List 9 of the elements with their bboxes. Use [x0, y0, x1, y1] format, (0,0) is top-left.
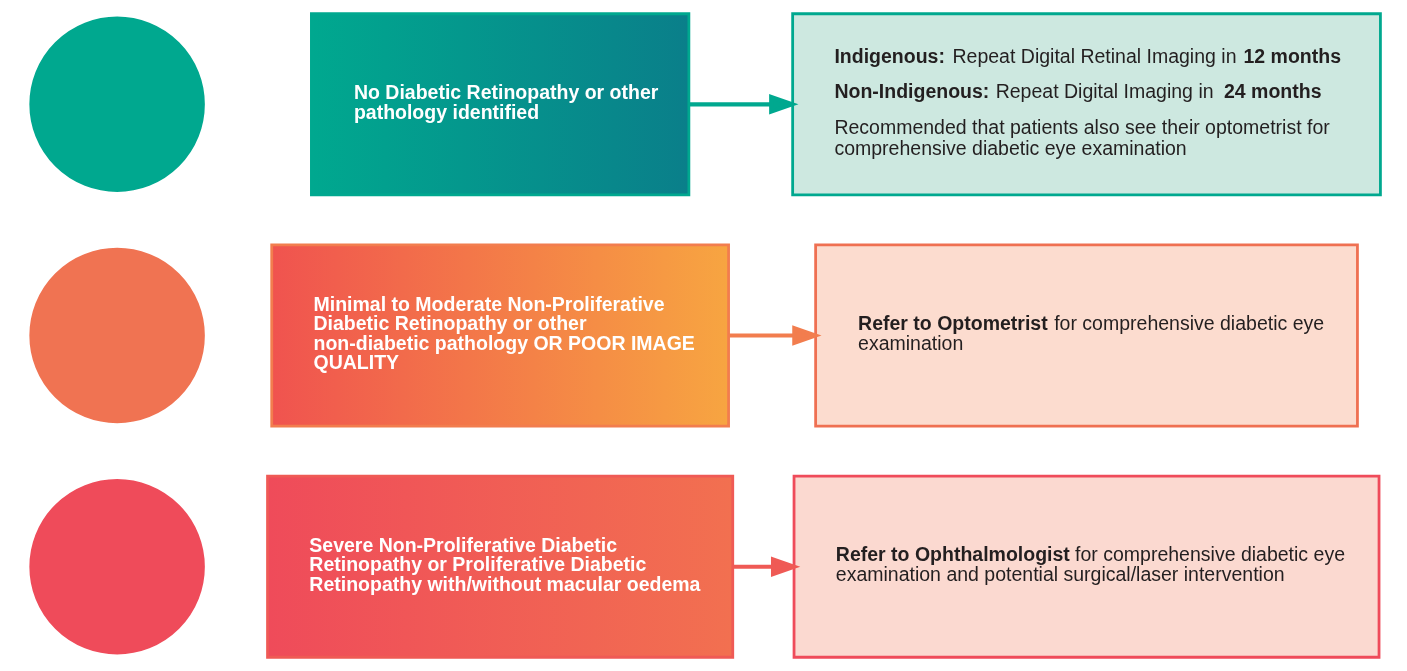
node-box: Minimal to Moderate Non-Proliferative Diabetic Retinopathy or other non-diabetic pathology OR POOR IMAGE QUALITY [270, 243, 730, 428]
node-box: Severe Non-Proliferative Diabetic Retinopathy or Proliferative Diabetic Retinopathy with/without macular oedema [266, 474, 735, 659]
arrow [728, 325, 822, 346]
node-box: Refer to Ophthalmologist for comprehensive diabetic eye examination and potential surgical/laser intervention [792, 474, 1381, 659]
arrow [733, 556, 801, 577]
node-box: Refer to Optometrist for comprehensive diabetic eye examination [814, 243, 1359, 428]
node-box: Indigenous: Repeat Digital Retinal Imaging in 12 months Non-Indigenous: Repeat Digital Imaging in 24 months Recommended that patients also see their optometrist for comprehensive diabetic eye examination [791, 12, 1382, 197]
arrow [689, 94, 799, 115]
node-box: No Diabetic Retinopathy or other pathology identified [310, 12, 691, 197]
